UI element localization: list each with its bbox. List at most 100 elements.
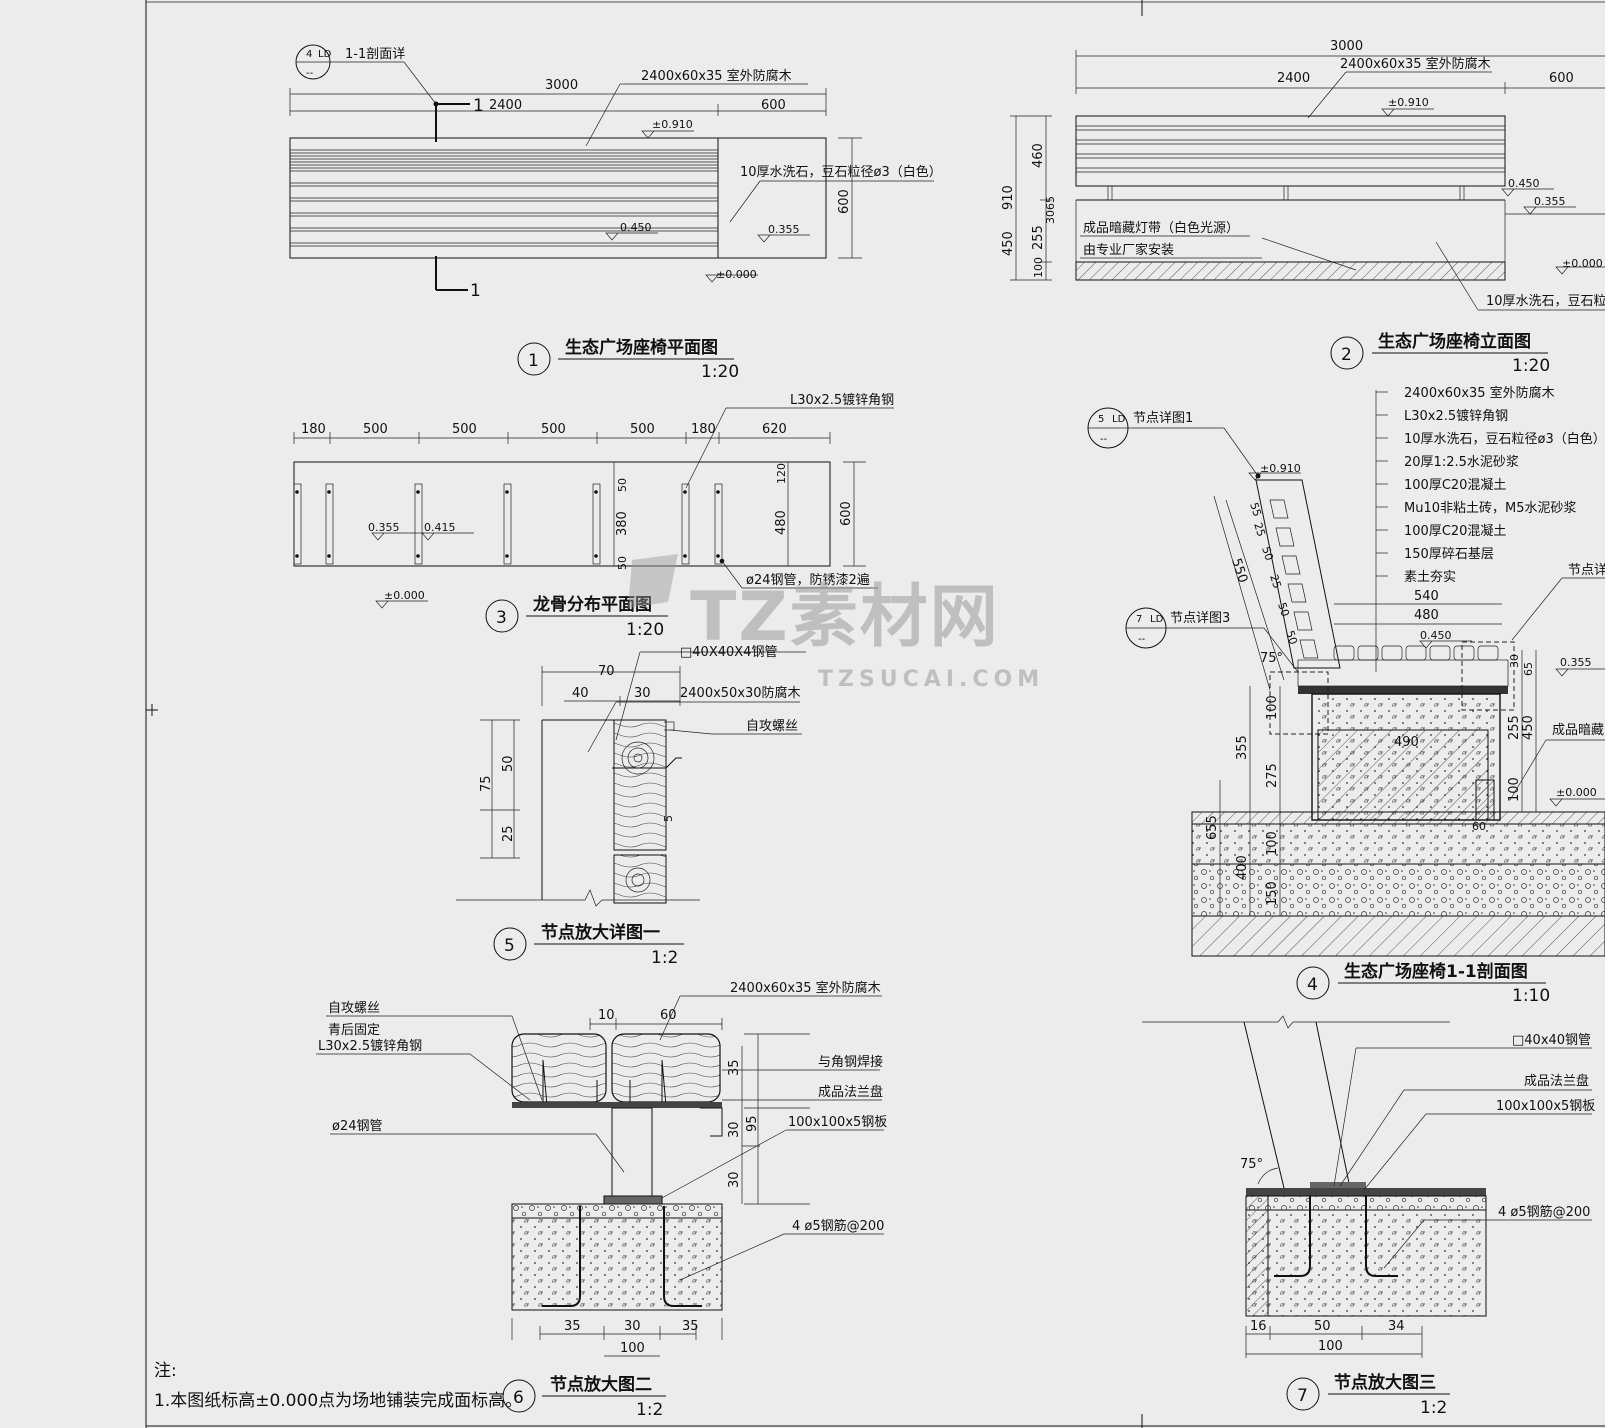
watermark-main-text: TZ素材网 [690,578,1000,657]
dim-100-mid: 100 [1265,831,1280,856]
note-line-1: 1.本图纸标高±0.000点为场地铺装完成面标高。 [154,1391,522,1411]
drawing-number: 4 [1307,975,1318,995]
dim-180-left: 180 [301,422,326,437]
note-screw: 自攻螺丝 [328,1001,380,1016]
surface-layer [1191,811,1605,825]
elev-0910: ±0.910 [652,118,693,131]
dim-70: 70 [598,664,615,679]
watermark: TZ素材网 TZSUCAI.COM [628,554,1044,692]
ref-sub: -- [1138,634,1146,645]
dim-55: 55 [1247,501,1264,518]
wood-slats-plan [290,149,718,247]
dim-480: 480 [774,510,789,535]
drawing-number-bubble [1296,966,1330,1000]
elev-0000: ±0.000 [384,589,425,602]
dim-180-right: 180 [691,422,716,437]
dim-25: 25 [501,825,516,842]
dim-50: 50 [1314,1319,1331,1334]
drawing-number-bubble [1286,1377,1320,1411]
dim-620: 620 [762,422,787,437]
flange-plate [1310,1182,1366,1188]
dim-50: 50 [501,755,516,772]
note-angle-steel: L30x2.5镀锌角钢 [790,392,894,408]
layer-note-list: 2400x60x35 室外防腐木 L30x2.5镀锌角钢 10厚水洗石，豆石粒径… [1376,385,1605,585]
label-node-detail: 节点详 [1568,563,1605,578]
drawing-number: 1 [528,351,539,371]
dim-25-a: 25 [1251,521,1268,538]
watermark-logo-icon [628,554,678,608]
dim-255: 255 [1031,225,1046,250]
ref-number: 7 [1136,614,1142,625]
rebar-hooks [542,1206,702,1307]
center-mark-left [146,704,158,716]
base-strip-hatch [1075,261,1506,281]
drawing-number-bubble [493,927,527,961]
dim-30-c: 30 [624,1319,641,1334]
ref-number: 4 [306,49,312,60]
drawing-number: 2 [1341,345,1352,365]
note-screw: 自攻螺丝 [746,719,798,734]
layer-2: 10厚水洗石，豆石粒径ø3（白色） [1404,431,1605,447]
dim-500-a: 500 [363,422,388,437]
dim-600: 600 [761,98,786,113]
seat-slats-section [1333,645,1499,661]
dim-550: 550 [1228,557,1250,585]
dim-5: 5 [662,815,675,822]
elev-0000: ±0.000 [1562,257,1603,270]
dim-30-a: 30 [727,1121,742,1138]
dim-500-b: 500 [452,422,477,437]
note-wood: 2400x50x30防腐木 [680,685,801,701]
drawing-number: 3 [496,608,507,628]
ref-sub: -- [1100,434,1108,445]
dim-275: 275 [1265,763,1280,788]
layer-5: Mu10非粘土砖，M5水泥砂浆 [1404,501,1577,516]
note-stone: 10厚水洗石，豆石粒径ø3（白色） [740,164,942,180]
wood-section-bottom [613,854,667,904]
note-rebar: 4 ø5钢筋@200 [792,1218,884,1234]
elev-0355: 0.355 [768,223,800,236]
angle-steel-plate [512,1102,722,1108]
dim-angle-75: 75° [1240,1157,1263,1172]
dim-540: 540 [1414,589,1439,604]
drawing-2-bench-elevation: 3000 2400 600 2400x60x35 室外防腐木 [1001,39,1605,376]
note-rebar: 4 ø5钢筋@200 [1498,1204,1590,1220]
dim-100-right: 100 [1507,777,1522,802]
dim-30: 30 [1508,654,1521,668]
dim-25-b: 25 [1267,573,1284,590]
drawing-1-bench-plan: 4 LD -- 1-1剖面详 3000 2400 600 1 1 [289,44,942,382]
dim-600-vertical: 600 [839,501,854,526]
frame-members [293,483,723,565]
ref-label: 节点详图3 [1170,611,1230,626]
layer-0: 2400x60x35 室外防腐木 [1404,385,1555,401]
dim-50-b: 50 [1275,601,1292,618]
layer-7: 150厚碎石基层 [1404,547,1494,562]
dim-50-top: 50 [616,478,629,492]
wood-section-top [613,719,667,851]
layer-1: L30x2.5镀锌角钢 [1404,408,1508,424]
note-wood: 2400x60x35 室外防腐木 [1340,56,1491,72]
drawing-number: 6 [513,1388,524,1408]
dim-65: 65 [1044,196,1057,210]
dim-50-bottom: 50 [616,556,629,570]
rebar-hooks [1274,1196,1398,1277]
dim-60: 60 [660,1008,677,1023]
drawing-title: 生态广场座椅平面图 [565,337,718,358]
dim-255: 255 [1507,715,1522,740]
drawing-5-node-detail-1: 70 40 30 □40X40X4钢管 2400x50x30防腐木 自攻螺丝 7… [456,645,806,968]
note-fix-after: 青后固定 [328,1023,380,1038]
dim-10: 10 [598,1008,615,1023]
note-steel-plate: 100x100x5钢板 [1496,1099,1595,1114]
dim-2400: 2400 [489,98,522,113]
note-flange: 成品法兰盘 [818,1084,883,1100]
watermark-sub-text: TZSUCAI.COM [818,667,1044,692]
elev-0000: ±0.000 [1556,786,1597,799]
drawing-number-bubble [1330,336,1364,370]
elev-0450: 0.450 [620,221,652,234]
drawing-3-frame-plan: 180 500 500 500 500 180 620 120 480 50 [293,392,894,640]
dim-450: 450 [1001,231,1016,256]
drawing-scale: 1:2 [651,948,678,968]
edge-hatch [1245,1195,1269,1317]
self-tapping-screw [612,757,682,769]
note-light-strip: 成品暗藏灯带（白色光源） [1083,220,1239,236]
backrest-slats-elevation [1075,115,1506,201]
